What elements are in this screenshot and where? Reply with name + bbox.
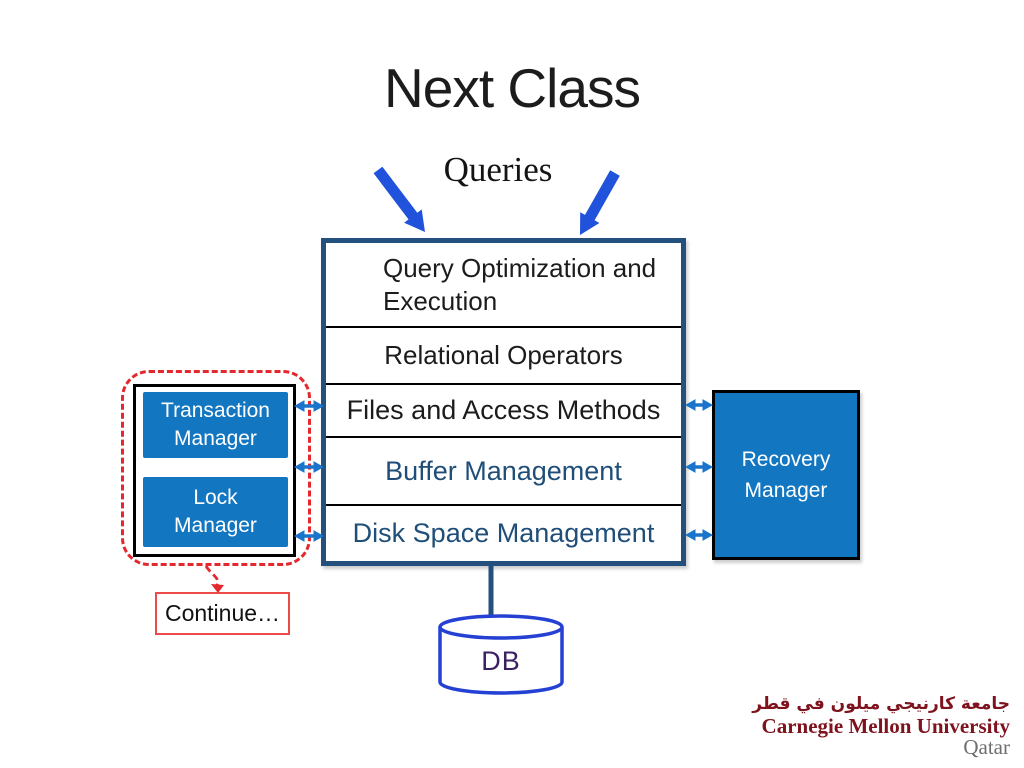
stack-row-disk-space-management-label: Disk Space Management xyxy=(352,518,655,548)
recovery-files-arrow-icon xyxy=(684,399,714,411)
cmu-logo-wordmark: Carnegie Mellon University xyxy=(761,714,1010,738)
recovery-manager-box: Recovery Manager xyxy=(712,390,860,560)
stack-row-query-optimization-label: Query Optimization and Execution xyxy=(383,252,657,316)
dbms-stack: Query Optimization and Execution Relatio… xyxy=(321,238,686,566)
lock-manager-box: Lock Manager xyxy=(143,477,288,547)
transaction-manager-box: Transaction Manager xyxy=(143,392,288,458)
transaction-manager-label: Transaction Manager xyxy=(161,399,270,450)
stack-row-relational-operators-label: Relational Operators xyxy=(384,340,623,370)
stack-row-files-access-methods-label: Files and Access Methods xyxy=(346,395,661,425)
recovery-buffer-arrow-icon xyxy=(684,461,714,473)
recovery-manager-label: Recovery Manager xyxy=(741,447,831,503)
cmu-logo-region-label: Qatar xyxy=(963,735,1010,759)
queries-label: Queries xyxy=(443,150,553,189)
stack-row-disk-space-management: Disk Space Management xyxy=(326,506,681,561)
continue-arrow-icon xyxy=(204,565,224,593)
cmu-qatar-logo: جامعة كارنيجي ميلون في قطر Carnegie Mell… xyxy=(730,696,1010,758)
cmu-logo-arabic: جامعة كارنيجي ميلون في قطر xyxy=(752,694,1010,714)
cmu-logo-english: Carnegie Mellon University Qatar xyxy=(730,716,1010,758)
db-label: DB xyxy=(481,646,521,676)
continue-callout: Continue… xyxy=(155,592,290,635)
stack-row-buffer-management-label: Buffer Management xyxy=(385,455,622,486)
recovery-disk-arrow-icon xyxy=(684,529,714,541)
stack-row-files-access-methods: Files and Access Methods xyxy=(326,385,681,438)
stack-row-query-optimization: Query Optimization and Execution xyxy=(326,243,681,328)
continue-label: Continue… xyxy=(164,600,281,626)
stack-row-buffer-management: Buffer Management xyxy=(326,438,681,506)
lock-manager-label: Lock Manager xyxy=(174,486,257,537)
stack-row-relational-operators: Relational Operators xyxy=(326,328,681,385)
slide-title: Next Class xyxy=(384,57,641,119)
